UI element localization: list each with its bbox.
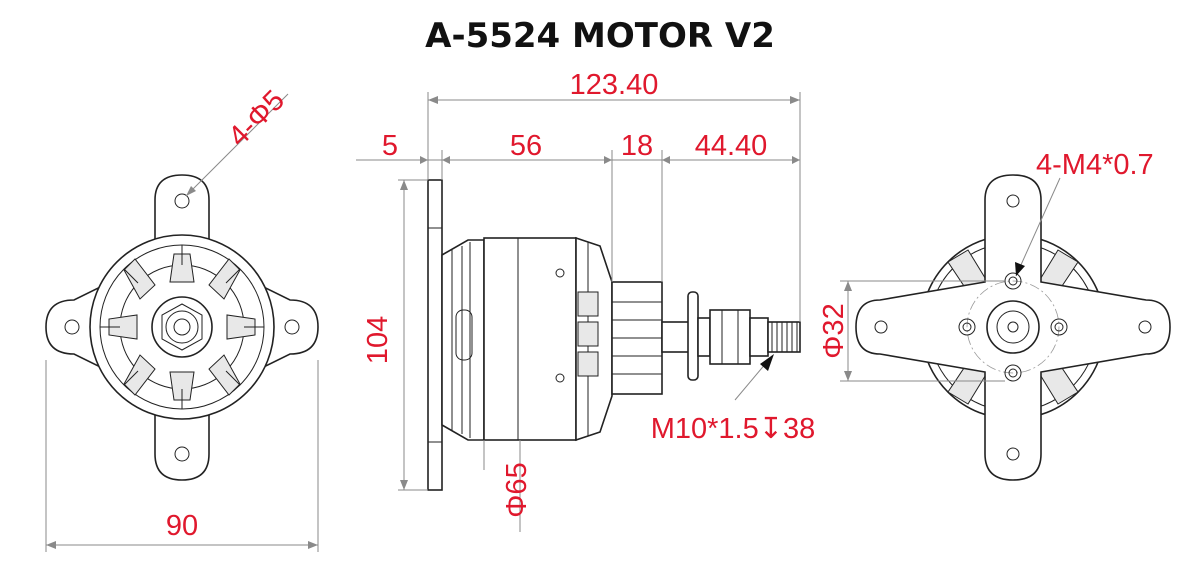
front-mount-hole-right (284, 319, 300, 335)
side-dimensions: 123.40 5 56 18 44.40 104 Φ65 M10*1.5↧38 (356, 69, 815, 532)
dim-bolt-circle: Φ32 (818, 303, 850, 358)
rear-bolt-circle (966, 280, 1060, 374)
rear-view (855, 174, 1171, 481)
side-stator-mount (441, 239, 485, 441)
dim-mount-holes: 4-Φ5 (222, 84, 291, 153)
dim-screw-holes: 4-M4*0.7 (1036, 149, 1154, 181)
front-hub-outer (151, 296, 213, 358)
front-hub-nut (161, 303, 203, 351)
dim-bell-length: 18 (621, 130, 653, 162)
side-prop-nut (709, 309, 751, 365)
side-flange (427, 179, 443, 491)
dim-thread: M10*1.5↧38 (651, 413, 816, 445)
side-shaft (661, 321, 691, 353)
side-prop-washer (687, 291, 699, 381)
rear-center-boss (986, 300, 1040, 354)
dim-overall-length: 123.40 (570, 69, 659, 101)
dim-mount-width: 90 (166, 510, 198, 542)
side-can (483, 237, 577, 441)
front-mount-hole-bottom (174, 446, 190, 462)
dim-shaft-length: 44.40 (695, 130, 768, 162)
side-view (427, 179, 801, 491)
front-view (45, 174, 319, 481)
dim-flange-height: 104 (362, 316, 394, 364)
rear-dimensions: Φ32 4-M4*0.7 (818, 149, 1154, 382)
front-hub-washer (165, 310, 199, 344)
side-thread (767, 321, 801, 353)
front-mount-hole-top (174, 193, 190, 209)
front-mount-hole-left (64, 319, 80, 335)
side-can-slot (455, 309, 473, 361)
front-cooling-slots (108, 253, 256, 401)
front-spokes (100, 245, 264, 409)
front-shaft (173, 318, 191, 336)
dim-flange-thickness: 5 (382, 130, 398, 162)
dim-body-diameter: Φ65 (501, 462, 533, 517)
dim-body-length: 56 (510, 130, 542, 162)
drawing-title: A-5524 MOTOR V2 (425, 16, 775, 56)
